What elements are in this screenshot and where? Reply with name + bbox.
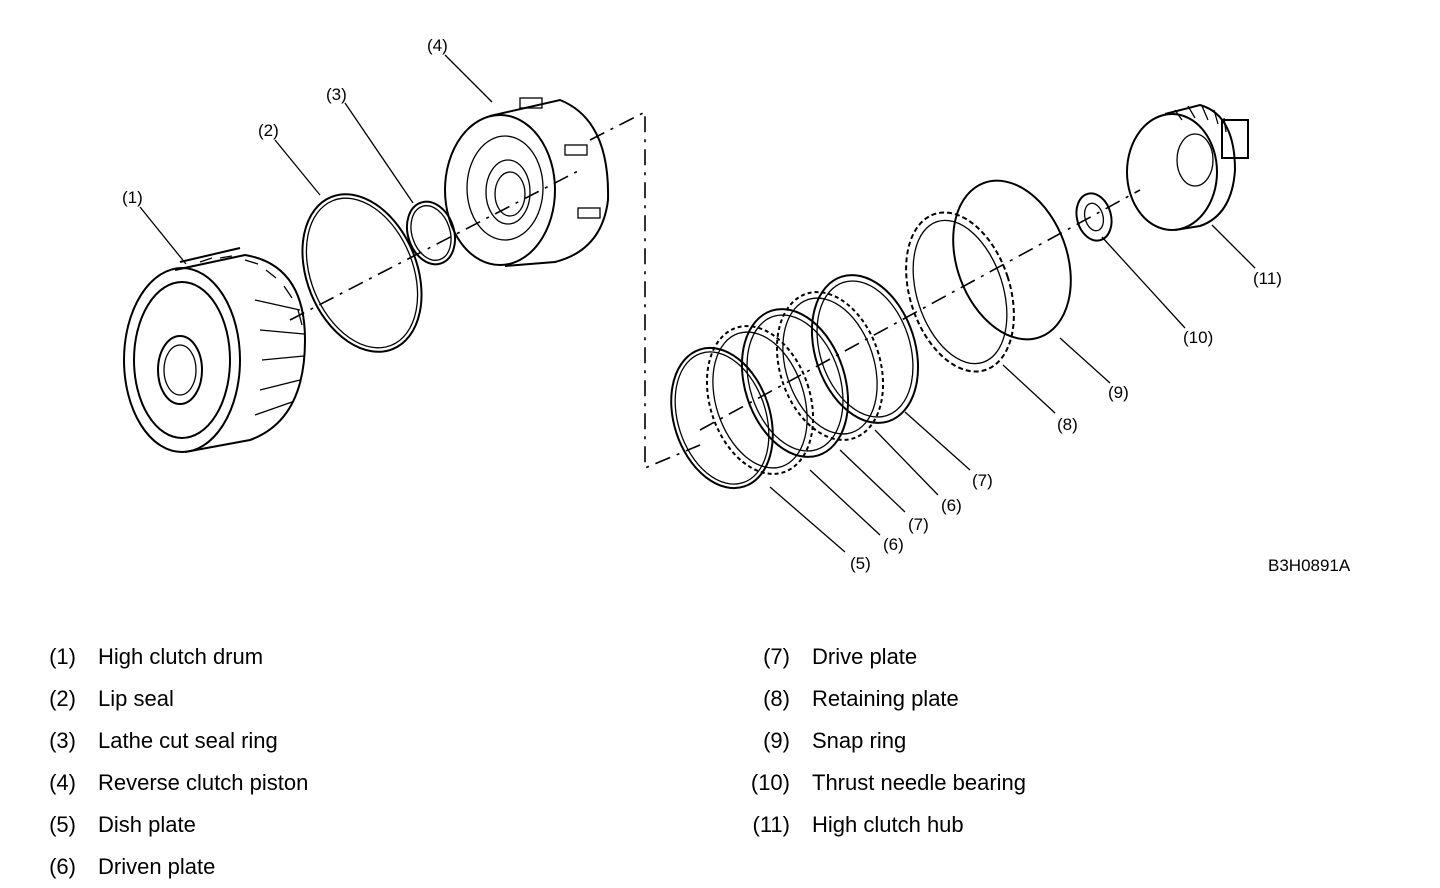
legend-right: (7) Drive plate (8) Retaining plate (9) …: [712, 636, 1026, 846]
assembly-bracket-line: [589, 110, 701, 470]
leader-7a: [839, 449, 906, 513]
legend-label: Snap ring: [812, 728, 907, 753]
legend-label: Dish plate: [98, 812, 196, 837]
legend-label: Lip seal: [98, 686, 174, 711]
legend-number: (10): [750, 770, 790, 795]
leader-7b: [904, 411, 971, 471]
legend-number: (6): [49, 854, 76, 879]
legend-label: Reverse clutch piston: [98, 770, 309, 795]
clutch-plates: [705, 274, 920, 475]
legend-item: (4) Reverse clutch piston: [0, 762, 308, 804]
high-clutch-hub: [1126, 103, 1249, 231]
callout-3: (3): [326, 85, 347, 104]
callout-11: (11): [1253, 269, 1282, 288]
leader-11: [1211, 224, 1256, 269]
leader-8: [1002, 364, 1056, 414]
legend-number: (2): [49, 686, 76, 711]
legend-item: (6) Driven plate: [0, 846, 308, 888]
leader-5: [769, 486, 846, 553]
callout-4: (4): [427, 36, 448, 55]
center-axis-right: [699, 189, 1141, 431]
legend-label: Lathe cut seal ring: [98, 728, 278, 753]
leader-1: [139, 206, 187, 265]
callout-7b: (7): [972, 471, 993, 490]
legend-item: (11) High clutch hub: [712, 804, 1026, 846]
legend-item: (7) Drive plate: [712, 636, 1026, 678]
leader-10: [1101, 236, 1186, 329]
center-axis-left: [289, 169, 581, 321]
legend-item: (9) Snap ring: [712, 720, 1026, 762]
leader-3: [344, 102, 414, 204]
lip-seal: [301, 193, 423, 353]
legend-item: (10) Thrust needle bearing: [712, 762, 1026, 804]
reverse-clutch-piston: [444, 97, 610, 267]
callout-6b: (6): [941, 496, 962, 515]
legend-label: High clutch hub: [812, 812, 964, 837]
leader-2: [274, 139, 321, 196]
exploded-view-diagram: (1) (2) (3) (4) (5) (6) (7) (6) (7) (8) …: [122, 36, 1351, 575]
legend-item: (2) Lip seal: [0, 678, 308, 720]
callout-1: (1): [122, 188, 143, 207]
legend-number: (1): [49, 644, 76, 669]
legend-number: (3): [49, 728, 76, 753]
callout-6a: (6): [883, 535, 904, 554]
thrust-needle-bearing: [1075, 192, 1113, 242]
legend-label: Drive plate: [812, 644, 918, 669]
figure-code: B3H0891A: [1268, 556, 1351, 575]
legend-item: (3) Lathe cut seal ring: [0, 720, 308, 762]
legend-left: (1) High clutch drum (2) Lip seal (3) La…: [0, 636, 308, 888]
callout-2: (2): [258, 121, 279, 140]
legend-label: Retaining plate: [812, 686, 959, 711]
callout-7a: (7): [908, 515, 929, 534]
legend-number: (4): [49, 770, 76, 795]
legend-number: (5): [49, 812, 76, 837]
callout-9: (9): [1108, 383, 1129, 402]
legend-label: Thrust needle bearing: [812, 770, 1027, 795]
legend-item: (8) Retaining plate: [712, 678, 1026, 720]
lathe-cut-seal-ring: [405, 200, 457, 266]
high-clutch-drum: [123, 247, 307, 453]
legend-number: (8): [763, 686, 790, 711]
legend-number: (11): [752, 812, 791, 837]
legend-label: Driven plate: [98, 854, 216, 879]
leader-6b: [874, 429, 939, 496]
retaining-plate: [905, 211, 1015, 373]
dish-plate: [670, 346, 774, 490]
leader-9: [1059, 337, 1111, 384]
legend-number: (7): [763, 644, 790, 669]
legend-item: (5) Dish plate: [0, 804, 308, 846]
callout-10: (10): [1183, 328, 1213, 347]
legend-number: (9): [763, 728, 790, 753]
leader-6a: [809, 469, 881, 536]
legend-item: (1) High clutch drum: [0, 636, 308, 678]
snap-ring: [952, 179, 1072, 341]
legend-label: High clutch drum: [98, 644, 264, 669]
leader-4: [444, 54, 493, 103]
callout-8: (8): [1057, 415, 1078, 434]
callout-5: (5): [850, 554, 871, 573]
